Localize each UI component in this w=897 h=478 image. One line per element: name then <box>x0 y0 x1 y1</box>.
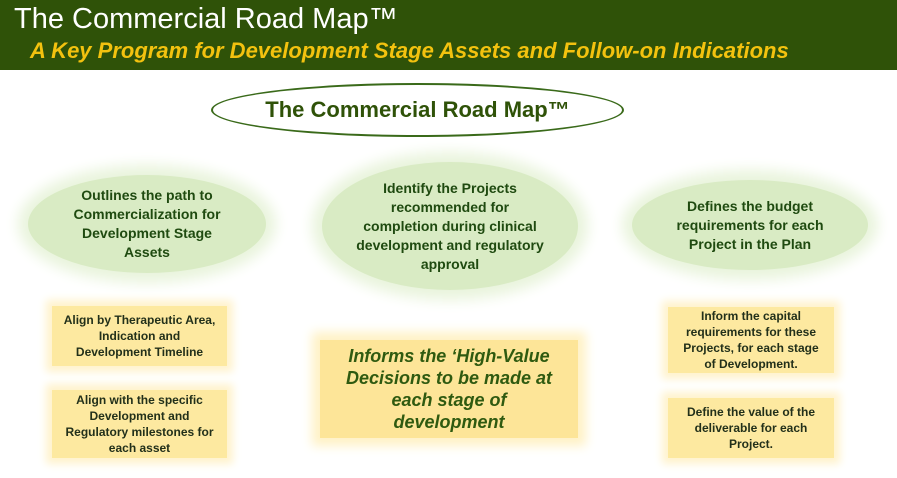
right-box-1-text: Inform the capital requirements for thes… <box>683 309 819 371</box>
center-decision-box: Informs the ‘High-Value Decisions to be … <box>320 340 578 438</box>
header-banner: The Commercial Road Map™ A Key Program f… <box>0 0 897 70</box>
right-box-2-text: Define the value of the deliverable for … <box>686 405 816 451</box>
center-oval-text: Identify the Projects recommended for co… <box>356 179 544 272</box>
banner-title: The Commercial Road Map™ <box>14 3 398 35</box>
right-oval: Defines the budget requirements for each… <box>632 180 868 270</box>
right-oval-text: Defines the budget requirements for each… <box>676 197 824 252</box>
banner-subtitle: A Key Program for Development Stage Asse… <box>30 38 789 63</box>
left-box-1-text: Align by Therapeutic Area, Indication an… <box>63 313 216 359</box>
center-oval: Identify the Projects recommended for co… <box>322 162 578 290</box>
left-oval: Outlines the path to Commercialization f… <box>28 175 266 273</box>
left-box-1: Align by Therapeutic Area, Indication an… <box>52 306 227 366</box>
left-box-2-text: Align with the specific Development and … <box>65 393 214 455</box>
center-title-oval: The Commercial Road Map™ <box>211 83 624 137</box>
center-decision-text: Informs the ‘High-Value Decisions to be … <box>345 346 553 432</box>
right-box-1: Inform the capital requirements for thes… <box>668 307 834 373</box>
right-box-2: Define the value of the deliverable for … <box>668 398 834 458</box>
left-box-2: Align with the specific Development and … <box>52 390 227 458</box>
left-oval-text: Outlines the path to Commercialization f… <box>73 187 221 260</box>
center-title: The Commercial Road Map™ <box>265 97 570 122</box>
